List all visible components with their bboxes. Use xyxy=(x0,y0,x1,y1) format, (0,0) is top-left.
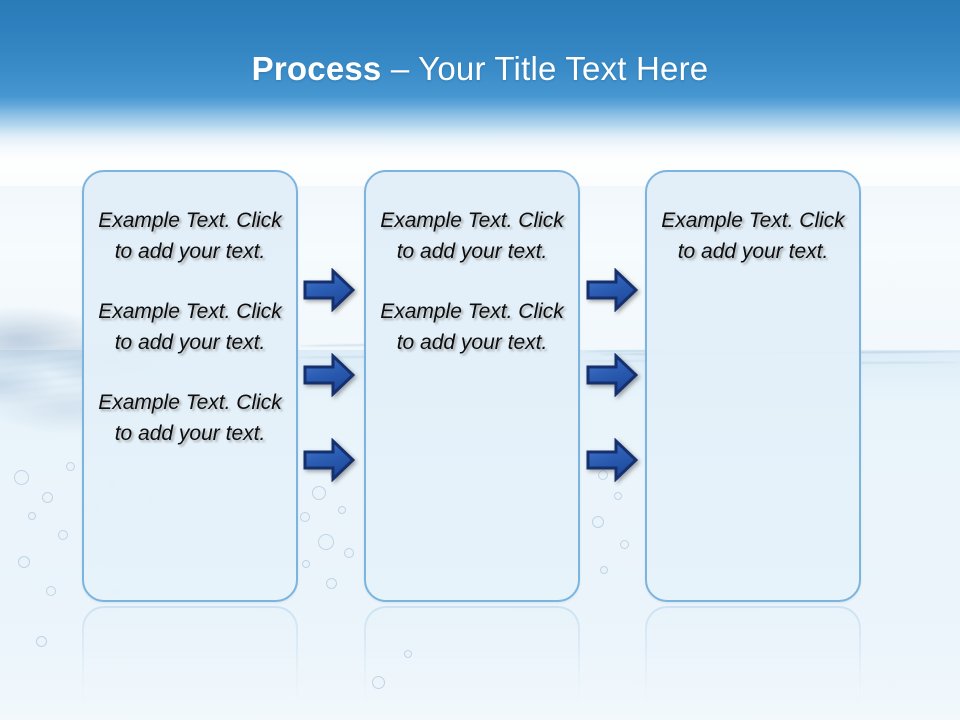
process-panel[interactable]: Example Text. Click to add your text. xyxy=(645,170,861,602)
water-bubble xyxy=(18,556,30,568)
water-bubble xyxy=(14,470,29,485)
process-panel[interactable]: Example Text. Click to add your text. Exa… xyxy=(364,170,580,602)
right-arrow-icon xyxy=(303,268,355,312)
right-arrow-icon xyxy=(586,438,638,482)
panel-reflection xyxy=(645,606,861,716)
panel-paragraph[interactable]: Example Text. Click to add your text. xyxy=(98,391,282,445)
water-bubble xyxy=(300,512,310,522)
water-bubble xyxy=(318,534,334,550)
water-bubble xyxy=(600,566,608,574)
water-bubble xyxy=(66,462,75,471)
slide-title: Process – Your Title Text Here xyxy=(0,48,960,90)
panel-paragraph[interactable]: Example Text. Click to add your text. xyxy=(98,209,282,263)
slide-title-strong: Process xyxy=(251,50,382,87)
process-panel[interactable]: Example Text. Click to add your text. Exa… xyxy=(82,170,298,602)
panel-paragraph[interactable]: Example Text. Click to add your text. xyxy=(380,300,564,354)
water-bubble xyxy=(598,470,608,480)
water-bubble xyxy=(58,530,68,540)
slide-title-rest: – Your Title Text Here xyxy=(381,50,709,87)
panel-reflection xyxy=(82,606,298,716)
water-bubble xyxy=(326,578,337,589)
process-panel-body: Example Text. Click to add your text. Exa… xyxy=(374,206,570,358)
panel-paragraph[interactable]: Example Text. Click to add your text. xyxy=(661,209,845,263)
right-arrow-icon xyxy=(303,353,355,397)
water-bubble xyxy=(614,492,622,500)
water-bubble xyxy=(592,516,604,528)
water-bubble xyxy=(46,586,56,596)
water-bubble xyxy=(28,512,36,520)
water-bubble xyxy=(338,506,346,514)
water-bubble xyxy=(36,636,47,647)
right-arrow-icon xyxy=(303,438,355,482)
water-bubble xyxy=(312,486,326,500)
water-bubble xyxy=(42,492,53,503)
right-arrow-icon xyxy=(586,268,638,312)
water-bubble xyxy=(344,548,354,558)
panel-reflection xyxy=(364,606,580,716)
right-arrow-icon xyxy=(586,353,638,397)
process-panel-body: Example Text. Click to add your text. xyxy=(655,206,851,267)
panel-paragraph[interactable]: Example Text. Click to add your text. xyxy=(98,300,282,354)
water-bubble xyxy=(302,560,310,568)
panel-paragraph[interactable]: Example Text. Click to add your text. xyxy=(380,209,564,263)
process-panel-body: Example Text. Click to add your text. Exa… xyxy=(92,206,288,449)
water-bubble xyxy=(620,540,629,549)
